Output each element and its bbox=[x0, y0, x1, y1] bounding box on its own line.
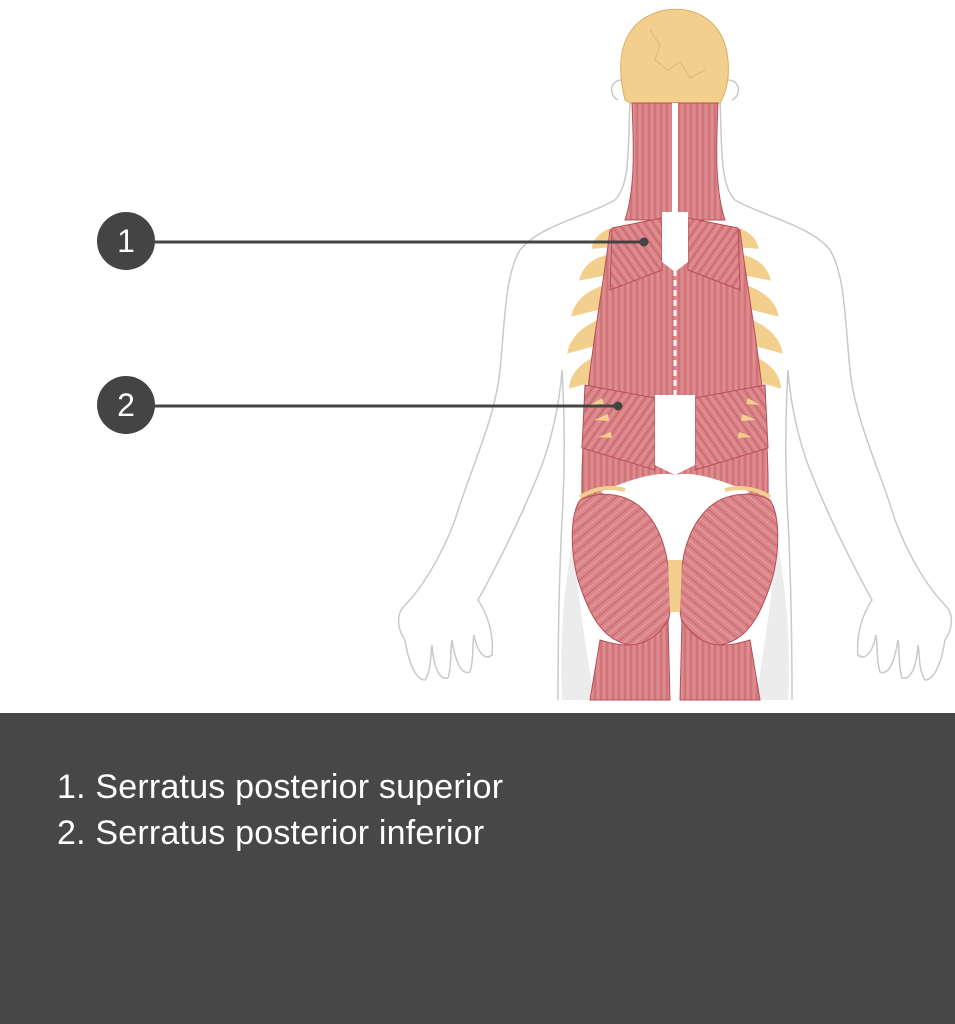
serratus-posterior-superior-left bbox=[609, 217, 663, 291]
iliac-crest-right bbox=[724, 486, 772, 499]
lower-aponeurosis bbox=[655, 395, 695, 475]
callout-number-2: 2 bbox=[117, 387, 135, 423]
skull-suture bbox=[649, 29, 706, 79]
legend-item-2: 2. Serratus posterior inferior bbox=[57, 814, 485, 852]
sacrum bbox=[668, 560, 682, 618]
leader-dot-2 bbox=[613, 401, 623, 411]
callout-1: 1 bbox=[97, 212, 649, 270]
upper-aponeurosis bbox=[662, 212, 688, 272]
thoracolumbar-fascia bbox=[600, 473, 750, 560]
thigh-right bbox=[679, 618, 761, 701]
skull bbox=[620, 8, 729, 104]
callout-badge-1 bbox=[97, 212, 155, 270]
gluteal-cleft bbox=[671, 612, 679, 700]
hip-shadow-right bbox=[755, 545, 789, 700]
legend-panel: 1. Serratus posterior superior 2. Serrat… bbox=[0, 713, 955, 1024]
lower-rib-tips bbox=[590, 398, 760, 438]
serratus-posterior-superior-right bbox=[687, 217, 741, 291]
leader-dot-1 bbox=[639, 237, 649, 247]
hip-shadow-left bbox=[561, 545, 595, 700]
anatomy-figure: 1 2 bbox=[97, 8, 953, 701]
callout-badge-2 bbox=[97, 376, 155, 434]
anatomy-illustration: 1 2 bbox=[97, 8, 953, 701]
legend-item-1: 1. Serratus posterior superior bbox=[57, 768, 504, 806]
callout-number-1: 1 bbox=[117, 223, 135, 259]
nuchal-ligament bbox=[672, 103, 678, 218]
callout-2: 2 bbox=[97, 376, 623, 434]
thigh-left bbox=[589, 618, 671, 701]
iliac-crest-left bbox=[578, 486, 626, 499]
serratus-posterior-inferior-right bbox=[694, 384, 769, 471]
